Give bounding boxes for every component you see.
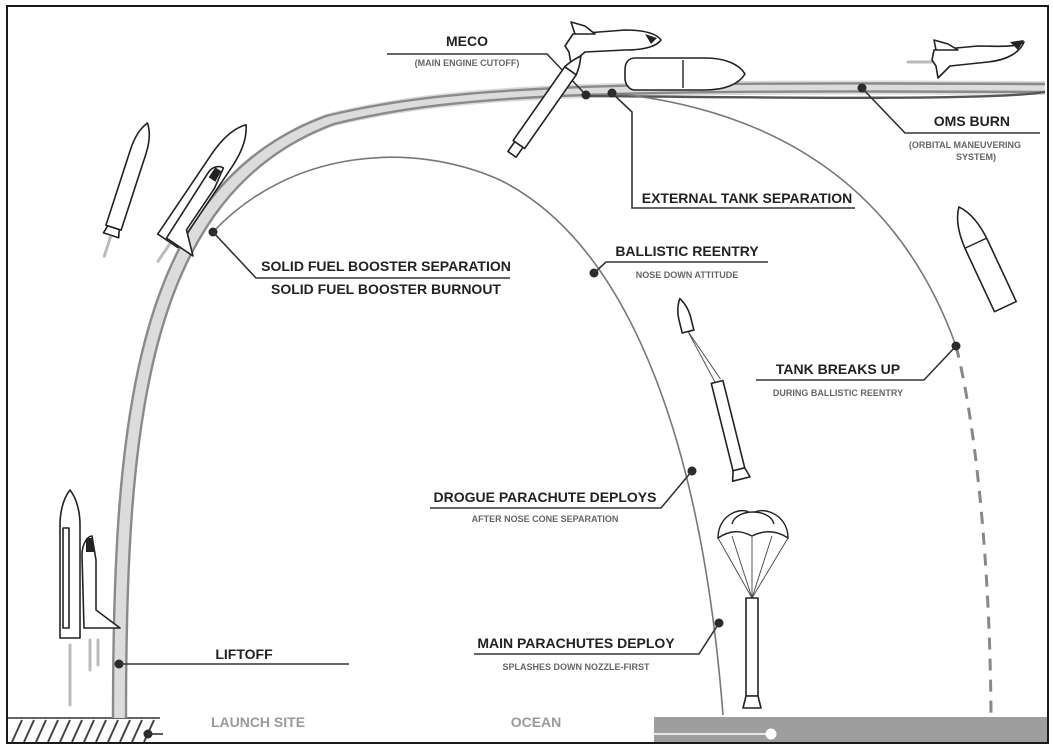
solid-rocket-booster-icon — [677, 297, 751, 483]
main-parachutes-label: MAIN PARACHUTES DEPLOY — [477, 635, 675, 651]
drogue-parachute-sublabel: AFTER NOSE CONE SEPARATION — [472, 514, 619, 524]
main-parachutes-sublabel: SPLASHES DOWN NOZZLE-FIRST — [503, 662, 650, 672]
tank-breaks-up-label: TANK BREAKS UP — [776, 361, 900, 377]
diagram-frame — [6, 5, 1049, 744]
meco-sublabel: (MAIN ENGINE CUTOFF) — [415, 58, 520, 68]
ascent-path-halo — [112, 80, 1046, 719]
oms-burn-sublabel-2: SYSTEM) — [956, 152, 996, 162]
booster-burnout-label: SOLID FUEL BOOSTER BURNOUT — [271, 281, 501, 297]
ascent-path-line-b — [124, 90, 1046, 719]
booster-separation-label: SOLID FUEL BOOSTER SEPARATION — [261, 258, 511, 274]
ballistic-reentry-label: BALLISTIC REENTRY — [615, 243, 759, 259]
ocean-surface — [654, 717, 1047, 742]
solid-rocket-booster-icon — [742, 597, 762, 709]
ballistic-reentry-sublabel: NOSE DOWN ATTITUDE — [636, 270, 739, 280]
ascent-path-line-a — [111, 82, 1046, 719]
space-shuttle-icon — [564, 21, 662, 65]
tank-breaks-up-sublabel: DURING BALLISTIC REENTRY — [773, 388, 903, 398]
orbit-path — [589, 90, 1046, 99]
external-tank-icon — [624, 57, 746, 91]
external-tank-separation-label: EXTERNAL TANK SEPARATION — [642, 190, 853, 206]
tank-trajectory — [611, 92, 957, 347]
meco-label: MECO — [446, 33, 488, 49]
launch-site-ground — [8, 717, 160, 743]
ocean-label: OCEAN — [511, 714, 562, 730]
solid-rocket-booster-icon — [102, 122, 151, 258]
external-tank-icon — [956, 206, 1018, 313]
liftoff-label: LIFTOFF — [215, 646, 273, 662]
oms-burn-label: OMS BURN — [934, 113, 1010, 129]
tank-breakup-path — [954, 345, 993, 716]
oms-burn-sublabel-1: (ORBITAL MANEUVERING — [909, 140, 1021, 150]
space-shuttle-icon — [156, 165, 225, 263]
space-shuttle-icon — [906, 39, 1025, 79]
leaders — [114, 53, 1040, 740]
launch-site-label: LAUNCH SITE — [211, 714, 305, 730]
parachute-icon — [717, 510, 789, 599]
drogue-parachute-label: DROGUE PARACHUTE DEPLOYS — [434, 489, 657, 505]
solid-rocket-booster-icon — [507, 55, 582, 158]
booster-trajectory — [212, 156, 724, 716]
space-shuttle-icon — [59, 489, 121, 707]
